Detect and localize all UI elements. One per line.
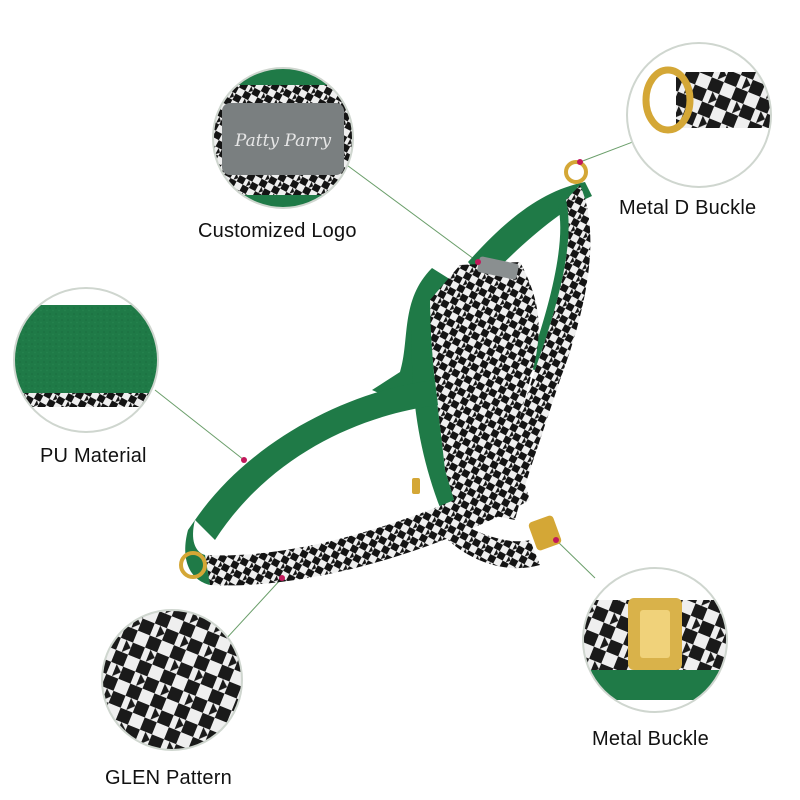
metal-buckle-label: Metal Buckle [592, 728, 709, 750]
logo-patch-closeup: Patty Parry [212, 67, 354, 209]
gold-buckle-closeup [582, 567, 728, 713]
metal-d-buckle-label: Metal D Buckle [619, 197, 757, 219]
houndstooth-closeup [101, 609, 243, 751]
brand-logo-text: Patty Parry [234, 131, 332, 151]
green-leather-closeup [13, 287, 159, 433]
dog-harness [179, 159, 592, 586]
glen-pattern-label: GLEN Pattern [105, 767, 232, 789]
customized-logo-label: Customized Logo [198, 220, 357, 242]
pu-material-label: PU Material [40, 445, 147, 467]
d-ring-closeup [626, 42, 772, 188]
connector-lines [154, 139, 639, 641]
